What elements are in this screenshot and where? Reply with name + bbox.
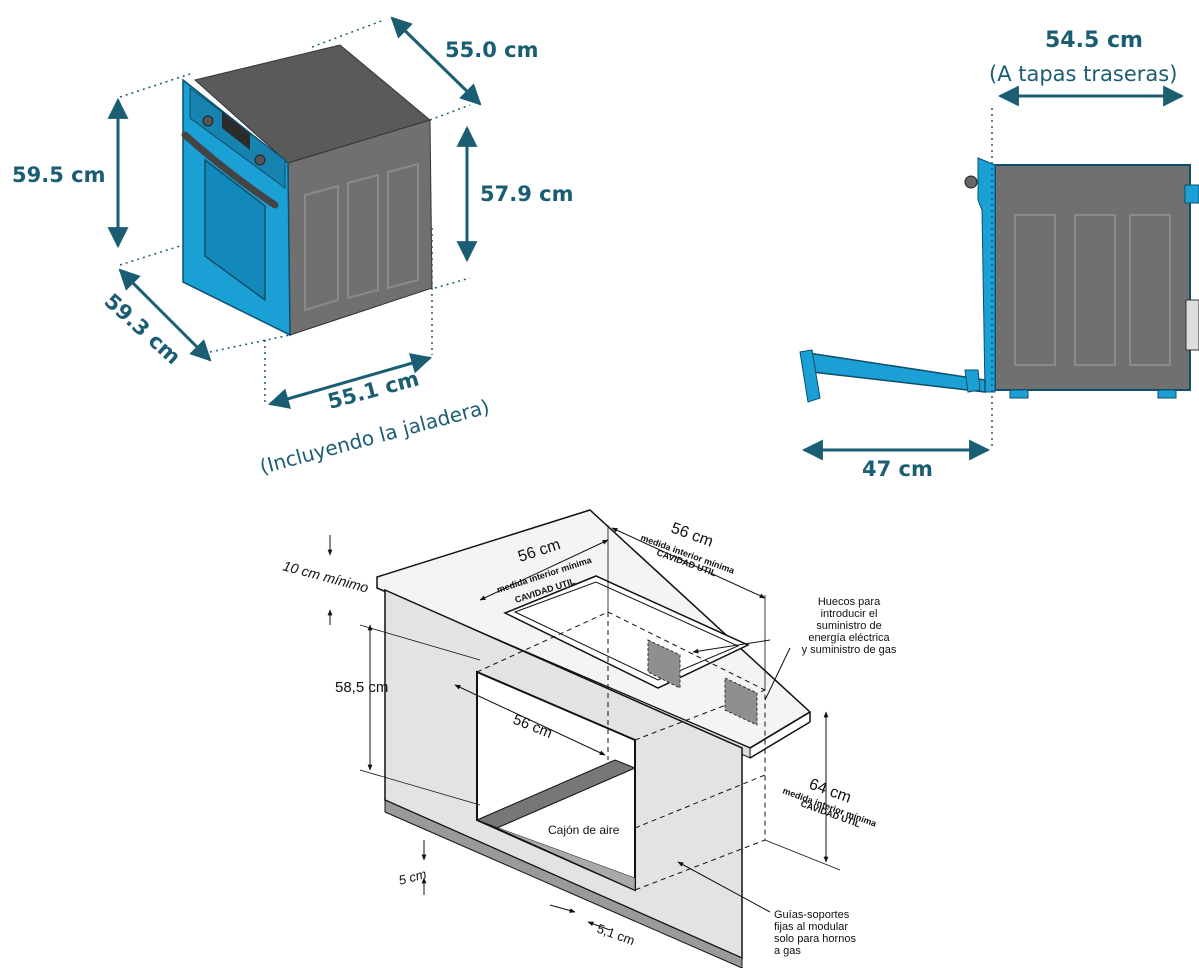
- rails-note-line: a gas: [774, 945, 801, 957]
- rails-note: Guías-soportes fijas al modular solo par…: [774, 909, 856, 957]
- cabinet-drawing: [327, 509, 841, 968]
- height-cut-label: 58,5 cm: [335, 679, 388, 696]
- holes-note-line: y suministro de gas: [802, 644, 897, 656]
- holes-note-line: Huecos para: [818, 596, 881, 608]
- oven-height-side-label: 57.9 cm: [480, 182, 573, 206]
- rails-note-line: Guías-soportes: [774, 909, 850, 921]
- base-gap-label: 5 cm: [397, 866, 428, 888]
- holes-note: Huecos para introducir el suministro de …: [802, 596, 897, 656]
- top-clearance-label: 10 cm mínimo: [281, 557, 370, 595]
- side-depth-note: (A tapas traseras): [989, 62, 1177, 86]
- oven-iso-drawing: [107, 16, 482, 409]
- rails-note-line: solo para hornos: [774, 933, 856, 945]
- rails-note-line: fijas al modular: [774, 921, 848, 933]
- oven-depth-label: 55.0 cm: [445, 38, 538, 62]
- rail-gap-label: 5,1 cm: [595, 921, 637, 948]
- side-depth-label: 54.5 cm: [1045, 28, 1143, 53]
- side-door-open-label: 47 cm: [862, 457, 933, 481]
- holes-note-line: suministro de: [816, 620, 881, 632]
- air-drawer-label: Cajón de aire: [548, 823, 620, 837]
- oven-side-drawing: [799, 85, 1199, 461]
- oven-width-bottom-note: (Incluyendo la jaladera): [257, 394, 492, 478]
- oven-height-front-label: 59.5 cm: [12, 163, 105, 187]
- holes-note-line: energía eléctrica: [808, 632, 890, 644]
- oven-width-front-label: 59.3 cm: [100, 289, 186, 369]
- holes-note-line: introducir el: [821, 608, 878, 620]
